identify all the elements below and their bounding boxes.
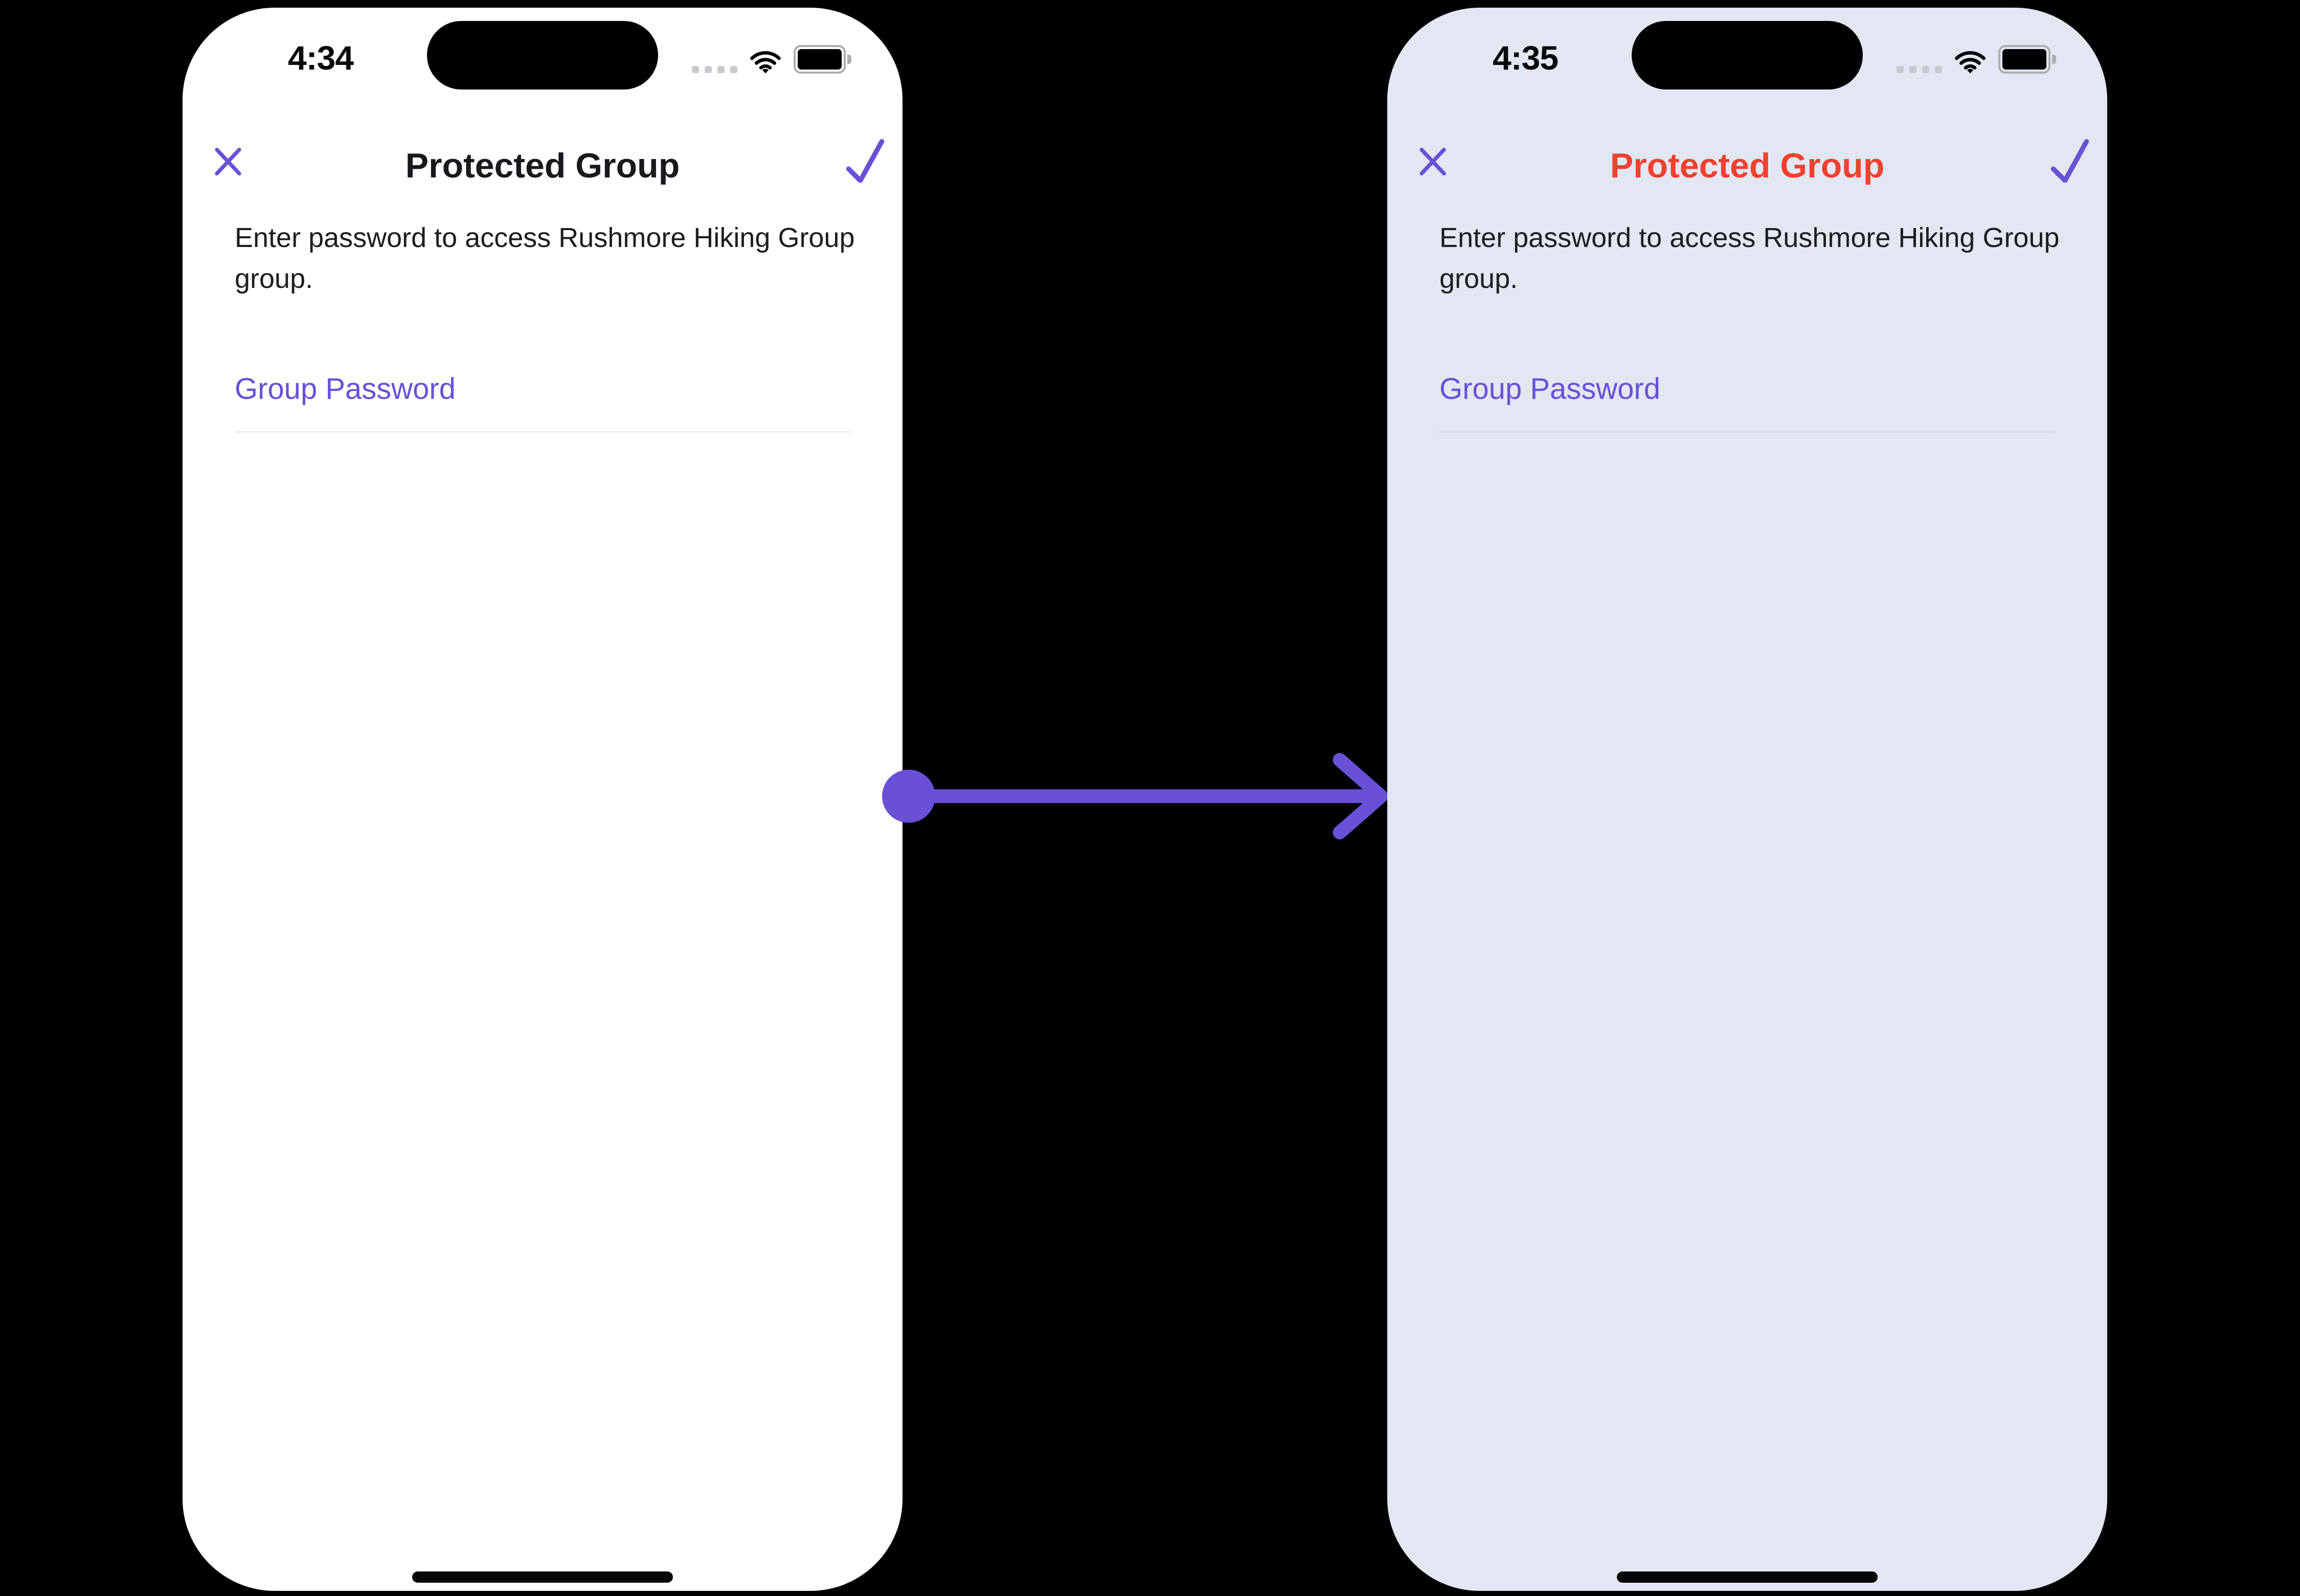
status-icons [1897, 45, 2056, 74]
status-time: 4:34 [287, 39, 354, 77]
wifi-icon [750, 51, 781, 74]
phone-screen-after: 4:35 Protected Group Enter password to a… [1387, 8, 2107, 1591]
page-title: Protected Group [405, 146, 680, 185]
dynamic-island [1632, 21, 1863, 89]
close-x-icon[interactable] [1415, 144, 1451, 179]
group-password-input[interactable] [235, 396, 850, 433]
status-icons [692, 45, 851, 74]
wifi-icon [1955, 51, 1986, 74]
checkmark-icon[interactable] [2049, 139, 2091, 183]
battery-icon [794, 45, 851, 74]
page-title: Protected Group [1610, 146, 1885, 185]
cellular-signal-dots-icon [692, 66, 737, 73]
close-x-icon[interactable] [210, 144, 246, 179]
password-instructions: Enter password to access Rushmore Hiking… [1439, 222, 2060, 294]
phone-screen-before: 4:34 Protected Group Enter password to a… [183, 8, 903, 1591]
transition-arrow [882, 753, 1388, 840]
dynamic-island [427, 21, 658, 89]
group-password-input[interactable] [1439, 396, 2055, 433]
home-indicator[interactable] [1617, 1571, 1878, 1583]
battery-icon [1998, 45, 2056, 74]
password-instructions: Enter password to access Rushmore Hiking… [235, 222, 855, 294]
arrow-head [1333, 753, 1388, 840]
home-indicator[interactable] [412, 1571, 673, 1583]
checkmark-icon[interactable] [844, 139, 886, 183]
cellular-signal-dots-icon [1897, 66, 1942, 73]
status-time: 4:35 [1492, 39, 1559, 77]
